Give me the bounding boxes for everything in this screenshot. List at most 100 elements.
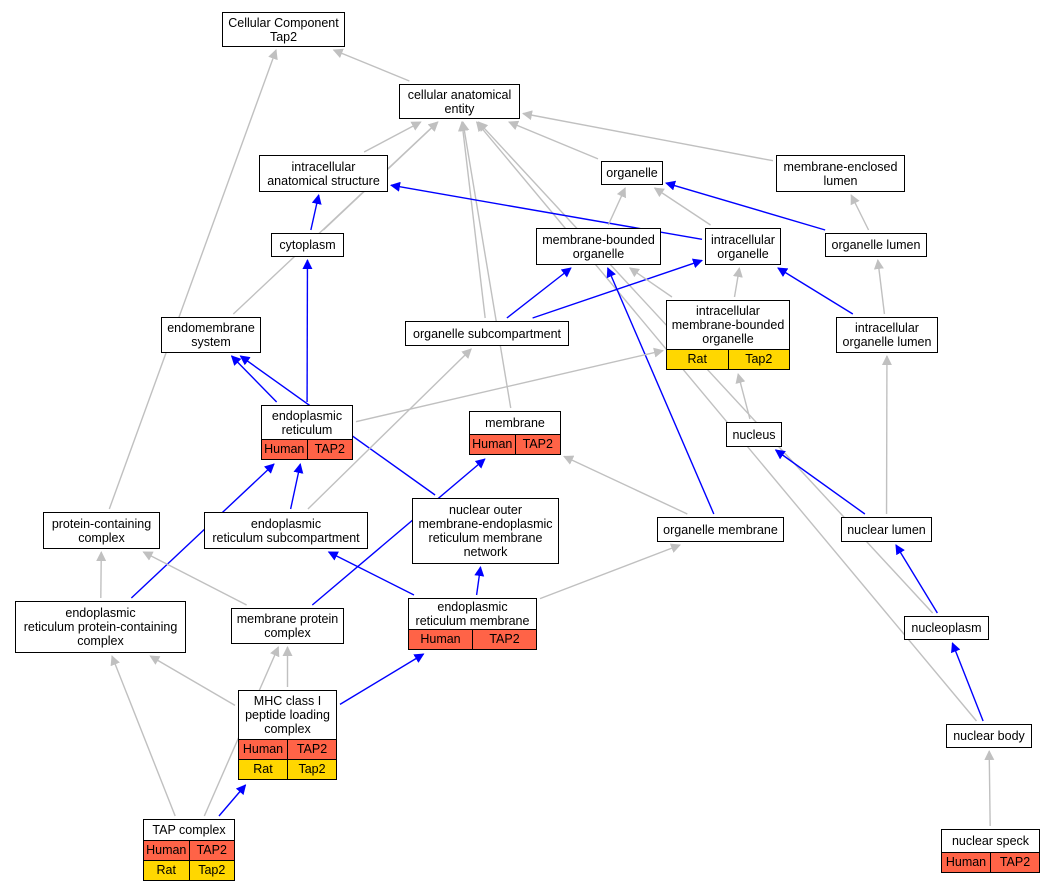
term-node-cae[interactable]: cellular anatomical entity bbox=[399, 84, 520, 119]
term-label: endomembrane system bbox=[167, 321, 255, 349]
term-label: nuclear speck bbox=[951, 834, 1030, 848]
term-label: intracellular organelle lumen bbox=[842, 321, 932, 349]
term-label: endoplasmic reticulum subcompartment bbox=[212, 516, 360, 545]
term-node-nucleus[interactable]: nucleus bbox=[726, 422, 782, 447]
term-node-organelle[interactable]: organelle bbox=[601, 161, 663, 185]
species-cell: Human bbox=[942, 853, 990, 872]
species-cell: Rat bbox=[667, 350, 728, 369]
edge-is-a bbox=[653, 187, 711, 226]
edge-is-a bbox=[873, 259, 886, 315]
edge-part-of bbox=[310, 194, 322, 231]
edge-is-a bbox=[142, 551, 247, 606]
species-cell: Rat bbox=[144, 861, 189, 880]
term-node-ias[interactable]: intracellular anatomical structure bbox=[259, 155, 388, 192]
edge-part-of bbox=[218, 784, 247, 817]
edge-is-a bbox=[332, 48, 410, 82]
edge-part-of bbox=[339, 653, 425, 705]
edge-part-of bbox=[230, 355, 278, 403]
term-node-nl[interactable]: nuclear lumen bbox=[841, 517, 932, 542]
gene-cell: Tap2 bbox=[188, 861, 234, 880]
term-node-mel[interactable]: membrane-enclosed lumen bbox=[776, 155, 905, 192]
gene-cell: TAP2 bbox=[188, 841, 234, 860]
species-cell: Rat bbox=[239, 760, 287, 779]
species-cell: Human bbox=[409, 630, 472, 649]
term-node-mpc[interactable]: membrane protein complex bbox=[231, 608, 344, 644]
edge-is-a bbox=[984, 750, 995, 827]
term-label: protein-containing complex bbox=[51, 516, 152, 545]
edge-is-a bbox=[149, 655, 236, 707]
term-label: membrane-enclosed lumen bbox=[783, 159, 898, 188]
term-label: TAP complex bbox=[152, 823, 226, 837]
term-label: Cellular Component Tap2 bbox=[228, 15, 339, 44]
term-node-io[interactable]: intracellular organelle bbox=[705, 228, 781, 265]
edge-is-a bbox=[232, 121, 439, 315]
edge-part-of bbox=[506, 267, 572, 319]
term-node-cytoplasm[interactable]: cytoplasm bbox=[271, 233, 344, 257]
term-label: organelle subcompartment bbox=[413, 326, 561, 341]
term-node-nb[interactable]: nuclear body bbox=[946, 724, 1032, 748]
edge-part-of bbox=[289, 463, 304, 510]
gene-cell: Tap2 bbox=[727, 350, 789, 369]
gene-cell: Tap2 bbox=[287, 760, 336, 779]
term-node-ems[interactable]: endomembrane system bbox=[161, 317, 261, 353]
term-node-ol[interactable]: organelle lumen bbox=[825, 233, 927, 257]
term-label: MHC class I peptide loading complex bbox=[245, 694, 330, 736]
species-cell: Human bbox=[470, 435, 515, 454]
term-label: endoplasmic reticulum membrane bbox=[415, 600, 530, 628]
species-cell: Human bbox=[239, 740, 287, 759]
edge-part-of bbox=[474, 566, 485, 596]
term-node-pcc[interactable]: protein-containing complex bbox=[43, 512, 160, 549]
gene-cell: TAP2 bbox=[990, 853, 1039, 872]
edge-is-a bbox=[522, 110, 774, 162]
edge-is-a bbox=[850, 194, 870, 231]
edge-is-a bbox=[110, 655, 176, 817]
term-node-ersc[interactable]: endoplasmic reticulum subcompartment bbox=[204, 512, 368, 549]
edge-is-a bbox=[458, 121, 486, 319]
edge-is-a bbox=[563, 455, 688, 515]
edge-is-a bbox=[363, 121, 422, 153]
edge-part-of bbox=[327, 551, 415, 596]
term-label: organelle membrane bbox=[663, 522, 778, 537]
term-node-osc[interactable]: organelle subcompartment bbox=[405, 321, 569, 346]
edge-is-a bbox=[307, 348, 472, 510]
term-node-imbo[interactable]: intracellular membrane-bounded organelle… bbox=[666, 300, 790, 370]
edge-is-a bbox=[355, 347, 664, 423]
term-node-np[interactable]: nucleoplasm bbox=[904, 616, 989, 640]
term-node-cc[interactable]: Cellular Component Tap2 bbox=[222, 12, 345, 47]
term-label: nuclear lumen bbox=[847, 522, 926, 537]
term-label: cytoplasm bbox=[279, 238, 336, 252]
term-node-iol[interactable]: intracellular organelle lumen bbox=[836, 317, 938, 353]
species-cell: Human bbox=[262, 440, 307, 459]
term-label: organelle lumen bbox=[831, 238, 921, 252]
edge-is-a bbox=[475, 121, 978, 722]
edge-part-of bbox=[895, 544, 938, 614]
term-node-om[interactable]: organelle membrane bbox=[657, 517, 784, 542]
edge-is-a bbox=[628, 267, 673, 298]
term-label: intracellular membrane-bounded organelle bbox=[671, 304, 785, 346]
term-label: membrane protein complex bbox=[236, 612, 339, 640]
edge-part-of bbox=[951, 642, 984, 722]
term-node-mbo[interactable]: membrane-bounded organelle bbox=[536, 228, 661, 265]
edge-is-a bbox=[539, 543, 681, 600]
term-label: endoplasmic reticulum protein-containing… bbox=[23, 606, 178, 648]
edge-is-a bbox=[607, 187, 626, 226]
edge-part-of bbox=[311, 458, 486, 606]
edge-is-a bbox=[508, 120, 599, 160]
term-node-erpcc[interactable]: endoplasmic reticulum protein-containing… bbox=[15, 601, 186, 653]
edge-part-of bbox=[130, 463, 275, 599]
species-cell: Human bbox=[144, 841, 189, 860]
term-label: membrane-bounded organelle bbox=[542, 232, 655, 261]
term-node-nomer[interactable]: nuclear outer membrane-endoplasmic retic… bbox=[412, 498, 559, 564]
edge-part-of bbox=[777, 267, 854, 315]
